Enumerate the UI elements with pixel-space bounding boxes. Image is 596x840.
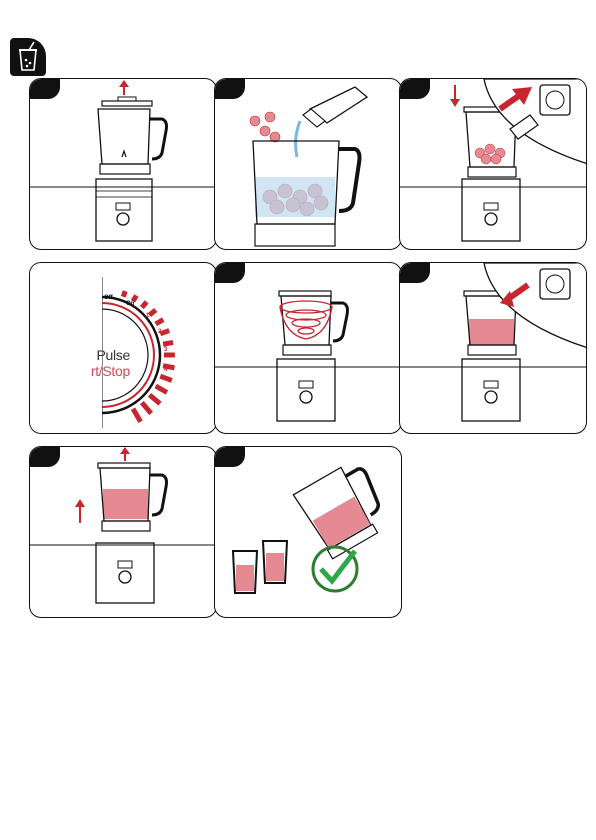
step-panel-blending — [214, 262, 402, 434]
dial-tick — [160, 331, 169, 334]
step-panel-close-and-plug-in — [399, 78, 587, 250]
pulse-text: Pulse — [30, 347, 130, 363]
step-panel-add-ingredients — [214, 78, 402, 250]
start-stop-text: rt/Stop — [30, 363, 130, 379]
step-panel-pour-and-serve — [214, 446, 402, 618]
dial-tick — [133, 409, 141, 422]
dial-tick — [156, 320, 164, 324]
dial-number: 3 — [164, 347, 167, 353]
down-arrow-icon — [400, 79, 587, 250]
dial-tick — [142, 302, 147, 308]
unplug-arrow-icon — [400, 263, 587, 434]
dial-number: 2 — [158, 329, 161, 335]
dial-tick — [123, 291, 125, 297]
dial-on-label: On — [126, 301, 134, 307]
step-panel-unplug — [399, 262, 587, 434]
lift-arrow-icon — [30, 79, 217, 250]
smoothie-cup-icon — [10, 38, 46, 76]
step-panel-remove-jug — [29, 446, 217, 618]
check-icon — [215, 447, 402, 618]
dial-number: 4 — [164, 367, 167, 373]
dial-tick — [163, 342, 173, 344]
dial-number: 1 — [146, 313, 149, 319]
step-panel-remove-lid — [29, 78, 217, 250]
blender-jug-icon — [215, 79, 402, 250]
dial-off-label: Off — [104, 295, 113, 301]
dial-tick — [156, 386, 167, 393]
dial-tick — [149, 310, 155, 315]
dial-tick — [160, 376, 172, 380]
vortex-icon — [215, 263, 402, 434]
step-panel-select-speed: 1 2 3 4 Off On 1 2 3 4 Pulse rt/Stop — [29, 262, 217, 434]
dial-tick — [149, 395, 159, 404]
up-arrow-icon — [30, 447, 217, 618]
dial-tick — [142, 402, 151, 413]
